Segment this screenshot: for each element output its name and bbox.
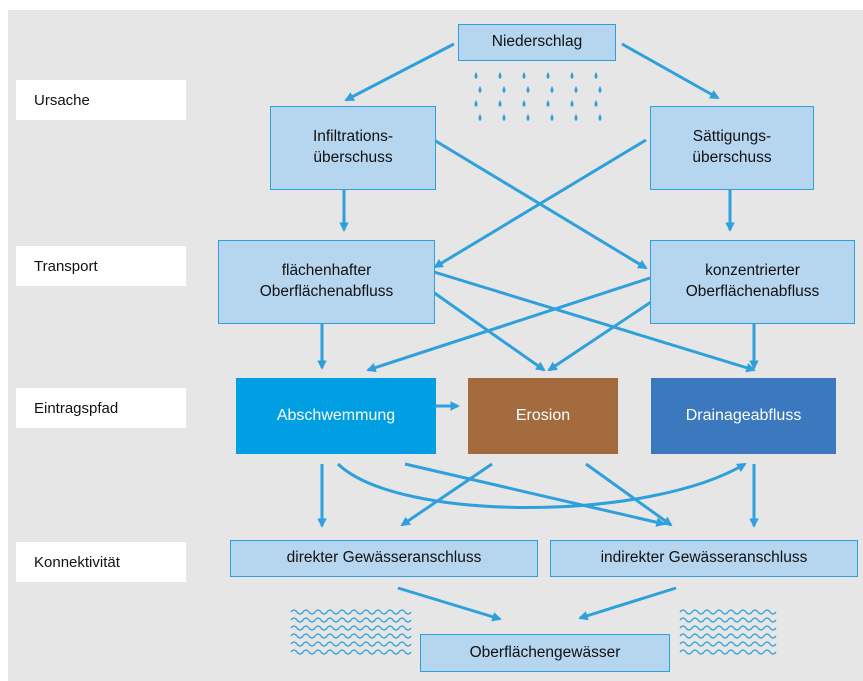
rain-drop (526, 86, 530, 93)
arrow-konzentriert-abschwemmung (366, 276, 651, 373)
rain-drop (550, 114, 554, 121)
rain-drop (598, 114, 602, 121)
node-drainageabfluss: Drainageabfluss (651, 378, 836, 454)
node-indirekter-anschluss: indirekter Gewässeranschluss (550, 540, 858, 577)
rain-drop (502, 86, 506, 93)
arrow-indirekt-gewaesser (578, 586, 677, 621)
wave-line (679, 609, 777, 615)
rain-drop (570, 100, 574, 107)
rain-drop (574, 114, 578, 121)
node-konzentrierter-abfluss: konzentrierter Oberflächenabfluss (650, 240, 855, 324)
rain-drop (570, 72, 574, 79)
rain-drop (522, 72, 526, 79)
arrow-erosion-indirekt (585, 462, 673, 527)
rain-drop (546, 100, 550, 107)
rain-drops-icon (474, 72, 602, 121)
wave-line (290, 609, 412, 615)
rain-drop (598, 86, 602, 93)
flow-arrows (290, 42, 777, 655)
node-oberflaechengewaesser: Oberflächengewässer (420, 634, 670, 672)
arrow-niederschlag-infiltration (344, 42, 455, 102)
arrow-direkt-gewaesser (397, 586, 502, 622)
node-niederschlag: Niederschlag (458, 24, 616, 61)
arrow-abschwemmung-drainage-curve (336, 462, 747, 509)
wave-line (679, 641, 777, 647)
label-konnektivitaet: Konnektivität (16, 542, 186, 582)
rain-drop (526, 114, 530, 121)
wave-line (290, 633, 412, 639)
wave-line (679, 617, 777, 623)
wave-line (679, 625, 777, 631)
node-flaechenhafter-abfluss: flächenhafter Oberflächenabfluss (218, 240, 435, 324)
node-erosion: Erosion (468, 378, 618, 454)
node-direkter-anschluss: direkter Gewässeranschluss (230, 540, 538, 577)
node-saettigungsueberschuss: Sättigungs- überschuss (650, 106, 814, 190)
wave-line (290, 641, 412, 647)
rain-drop (546, 72, 550, 79)
label-ursache: Ursache (16, 80, 186, 120)
rain-drop (594, 100, 598, 107)
arrow-flaechenhaft-drainage (433, 270, 756, 373)
rain-drop (478, 114, 482, 121)
rain-drop (474, 100, 478, 107)
rain-drop (474, 72, 478, 79)
wave-line (290, 617, 412, 623)
arrow-konzentriert-erosion (547, 294, 661, 372)
water-waves-icon (290, 609, 777, 655)
diagram-background: Ursache Transport Eintragspfad Konnektiv… (8, 10, 863, 681)
node-abschwemmung: Abschwemmung (236, 378, 436, 454)
wave-line (290, 625, 412, 631)
rain-drop (498, 100, 502, 107)
rain-drop (574, 86, 578, 93)
rain-drop (522, 100, 526, 107)
wave-line (679, 649, 777, 655)
wave-line (290, 649, 412, 655)
rain-drop (550, 86, 554, 93)
rain-drop (478, 86, 482, 93)
rain-drop (502, 114, 506, 121)
arrow-erosion-direkt (400, 462, 493, 527)
wave-line (679, 633, 777, 639)
arrow-niederschlag-saettigung (621, 42, 720, 100)
label-transport: Transport (16, 246, 186, 286)
arrow-abschwemmung-indirekt (404, 462, 666, 527)
label-eintragspfad: Eintragspfad (16, 388, 186, 428)
node-infiltrationsueberschuss: Infiltrations- überschuss (270, 106, 436, 190)
rain-drop (594, 72, 598, 79)
rain-drop (498, 72, 502, 79)
arrow-saettigung-flaechenhaft (433, 138, 647, 269)
